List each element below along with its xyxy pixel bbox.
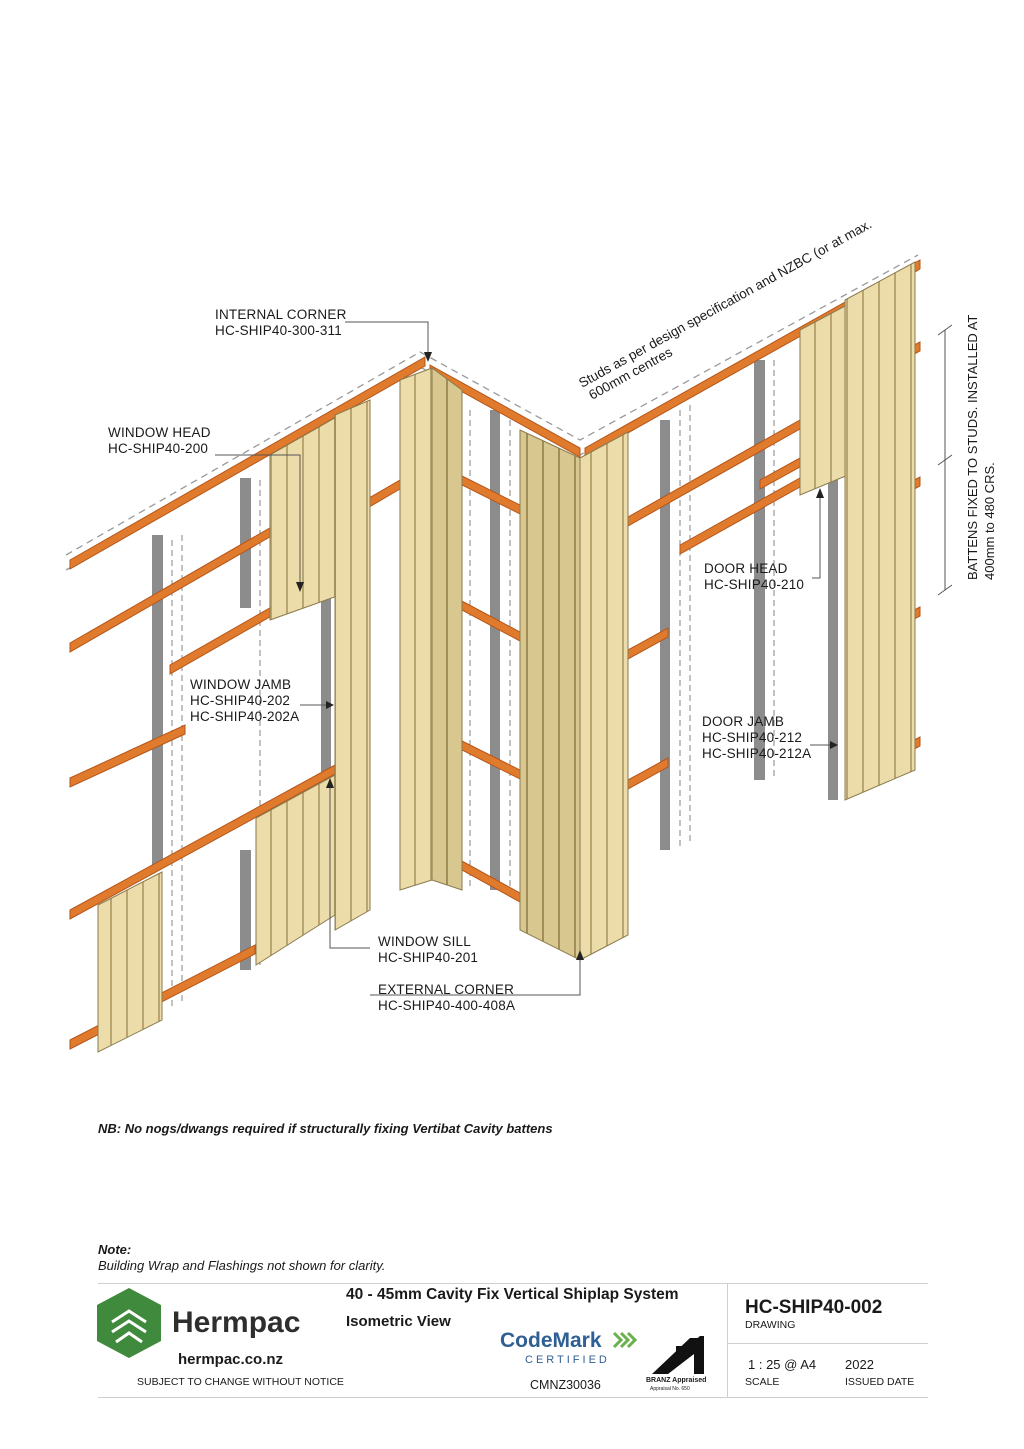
title-block-bottom-rule xyxy=(98,1397,928,1398)
issued-date-label: ISSUED DATE xyxy=(845,1376,915,1388)
window-jamb-title: WINDOW JAMB xyxy=(190,677,292,692)
issued-date-value: 2022 xyxy=(845,1357,874,1372)
scale-label: SCALE xyxy=(745,1376,780,1388)
scale-value: 1 : 25 @ A4 xyxy=(748,1357,817,1372)
title-block-mid-rule xyxy=(727,1343,928,1344)
website-link[interactable]: hermpac.co.nz xyxy=(178,1351,284,1368)
cladding-left-lower xyxy=(97,871,163,1053)
window-head-code: HC-SHIP40-200 xyxy=(108,441,209,456)
cladding-external-left xyxy=(519,429,581,961)
battens-note-line1: BATTENS FIXED TO STUDS. INSTALLED AT xyxy=(965,315,980,580)
door-jamb-label: DOOR JAMB HC-SHIP40-212 HC-SHIP40-212A xyxy=(702,714,811,762)
battens-note-line2: 400mm to 480 CRS. xyxy=(982,462,997,580)
door-head-title: DOOR HEAD xyxy=(704,561,788,576)
cladding-internal-return xyxy=(431,367,463,891)
external-corner-label: EXTERNAL CORNER HC-SHIP40-400-408A xyxy=(378,982,515,1014)
external-corner-code: HC-SHIP40-400-408A xyxy=(378,998,516,1013)
door-head-label: DOOR HEAD HC-SHIP40-210 xyxy=(704,561,804,593)
window-sill-title: WINDOW SILL xyxy=(378,934,471,949)
window-jamb-label: WINDOW JAMB HC-SHIP40-202 HC-SHIP40-202A xyxy=(190,677,299,725)
drawing-subtitle: Isometric View xyxy=(346,1313,451,1330)
internal-corner-label: INTERNAL CORNER HC-SHIP40-300-311 xyxy=(215,307,347,339)
nb-note: NB: No nogs/dwangs required if structura… xyxy=(98,1121,553,1136)
window-head-label: WINDOW HEAD HC-SHIP40-200 xyxy=(108,425,211,457)
cladding-window-side xyxy=(334,399,371,931)
door-head-code: HC-SHIP40-210 xyxy=(704,577,805,592)
note-text: Building Wrap and Flashings not shown fo… xyxy=(98,1258,386,1273)
leader-lines xyxy=(215,321,953,996)
codemark-chevron-icon xyxy=(612,1331,638,1349)
drawing-title: 40 - 45mm Cavity Fix Vertical Shiplap Sy… xyxy=(346,1286,679,1303)
internal-corner-code: HC-SHIP40-300-311 xyxy=(215,323,342,338)
branz-appraisal-number: Appraisal No. 650 xyxy=(650,1386,690,1392)
codemark-logo: CodeMark xyxy=(500,1329,602,1352)
battens-return xyxy=(429,364,581,903)
brand-name: Hermpac xyxy=(172,1306,301,1339)
branz-appraised: BRANZ Appraised xyxy=(646,1377,707,1384)
window-jamb-code-2: HC-SHIP40-202A xyxy=(190,709,300,724)
external-corner-title: EXTERNAL CORNER xyxy=(378,982,515,997)
door-jamb-code-2: HC-SHIP40-212A xyxy=(702,746,812,761)
cladding-internal-corner xyxy=(399,367,433,891)
codemark-number: CMNZ30036 xyxy=(530,1378,601,1392)
studs xyxy=(152,360,838,970)
stud-dashed-lines xyxy=(171,360,775,1010)
drawing-number-label: DRAWING xyxy=(745,1319,796,1331)
door-jamb-title: DOOR JAMB xyxy=(702,714,785,729)
note-title: Note: xyxy=(98,1242,132,1257)
window-sill-label: WINDOW SILL HC-SHIP40-201 xyxy=(378,934,478,966)
internal-corner-title: INTERNAL CORNER xyxy=(215,307,347,322)
window-jamb-code-1: HC-SHIP40-202 xyxy=(190,693,291,708)
window-sill-code: HC-SHIP40-201 xyxy=(378,950,479,965)
hermpac-logo-icon xyxy=(97,1288,161,1358)
title-block-top-rule xyxy=(98,1283,928,1284)
drawing-number: HC-SHIP40-002 xyxy=(745,1297,883,1318)
title-block-divider xyxy=(727,1283,728,1397)
window-head-title: WINDOW HEAD xyxy=(108,425,211,440)
cladding-panels xyxy=(97,261,916,1053)
disclaimer: SUBJECT TO CHANGE WITHOUT NOTICE xyxy=(137,1376,344,1388)
leader-arrows xyxy=(296,352,838,960)
codemark-certified: CERTIFIED xyxy=(525,1354,610,1366)
cladding-right-end xyxy=(844,261,916,801)
branz-logo-icon xyxy=(652,1336,704,1374)
door-jamb-code-1: HC-SHIP40-212 xyxy=(702,730,803,745)
cladding-external-right xyxy=(579,431,629,961)
